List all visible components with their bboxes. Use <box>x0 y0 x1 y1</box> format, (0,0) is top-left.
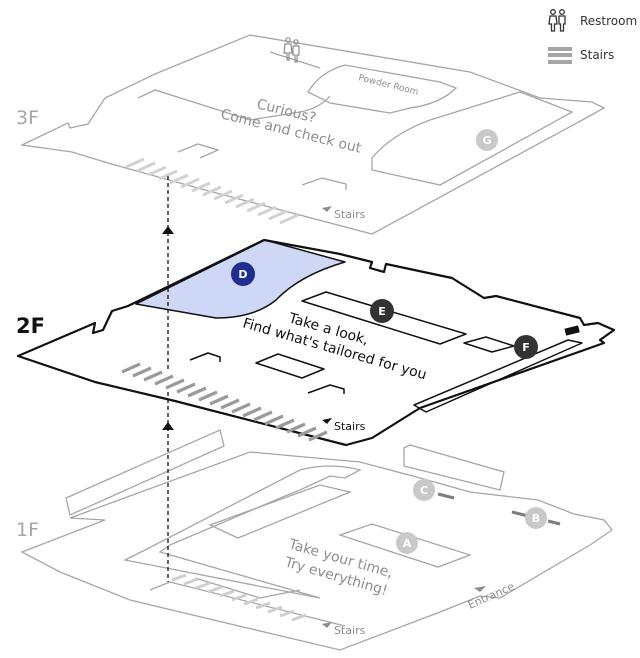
marker-e-label: E <box>378 305 386 318</box>
floor-2f-counter-long <box>413 339 583 413</box>
marker-e[interactable]: E <box>370 299 394 323</box>
marker-f-label: F <box>522 341 530 354</box>
floor-1f-lower-wall <box>194 577 301 599</box>
floor-1f-stairs-label: Stairs <box>334 624 366 637</box>
floor-3f-powder-room <box>307 64 458 114</box>
stair-connector-arrow-up-lower-icon <box>162 422 174 430</box>
floor-2f-block-1 <box>255 353 325 379</box>
floor-2f-stairs-label: Stairs <box>334 420 366 433</box>
floor-3f-stairs-stripes <box>125 157 299 225</box>
floor-label-2f: 2F <box>16 314 45 338</box>
floor-label-1f: 1F <box>16 519 39 541</box>
marker-g[interactable]: G <box>476 129 498 151</box>
marker-f[interactable]: F <box>514 335 538 359</box>
floor-2f-stairs-stripes <box>121 362 328 442</box>
marker-g-label: G <box>482 134 491 147</box>
floor-3f-wall-left <box>137 89 331 121</box>
marker-b-label: B <box>532 512 540 525</box>
floor-3f-stairs-arrow-icon <box>322 206 332 212</box>
stairs-icon <box>548 42 578 68</box>
marker-a-label: A <box>403 537 412 550</box>
floor-3f-block-1 <box>177 143 220 159</box>
floor-3f-block-2 <box>301 177 347 190</box>
floor-1f-stair-edge <box>149 581 346 627</box>
floor-2f-block-2 <box>189 352 221 362</box>
marker-c[interactable]: C <box>413 479 435 501</box>
floor-3f-restroom-icon <box>283 37 300 63</box>
floor-2f-stairs-arrow-icon <box>322 418 332 424</box>
floor-3f-lounge <box>371 91 574 186</box>
floor-1f-entrance-label: Entrance <box>466 580 517 612</box>
floor-1f-table <box>337 523 472 568</box>
legend-restroom-label: Restroom <box>580 14 638 28</box>
floor-1f-stairs-arrow-icon <box>322 622 332 628</box>
floor-1f <box>0 0 613 651</box>
legend-stairs-label: Stairs <box>580 48 615 62</box>
marker-a[interactable]: A <box>396 532 418 554</box>
floor-2f-outline <box>16 238 616 447</box>
marker-d[interactable]: D <box>231 262 255 286</box>
floor-3f-stairs-label: Stairs <box>334 208 366 221</box>
marker-c-label: C <box>420 484 428 497</box>
legend-restroom: Restroom <box>548 8 640 34</box>
marker-b[interactable]: B <box>525 507 547 529</box>
marker-d-label: D <box>238 268 247 281</box>
floor-2f-block-3 <box>307 384 345 394</box>
restroom-icon <box>548 8 578 34</box>
display-panel-right <box>403 444 505 491</box>
floor-1f-inner-wall <box>123 465 362 599</box>
floor-1f-counter <box>208 484 353 539</box>
floor-3f <box>19 34 606 235</box>
floor-1f-entrance-arrow-icon <box>474 586 486 592</box>
floor-1f-outline <box>20 451 613 651</box>
floor-label-3f: 3F <box>16 107 39 129</box>
floor-2f-counter-f <box>463 336 515 353</box>
floor-2f-restroom-tile <box>564 325 580 336</box>
floor-2f-counter-e <box>301 291 467 345</box>
stair-connector-arrow-up-icon <box>162 226 174 234</box>
display-panel-left <box>65 429 225 516</box>
floor-1f-display-left <box>0 0 1 1</box>
legend-stairs: Stairs <box>548 42 640 68</box>
floor-1f-stairs-stripes <box>171 573 307 622</box>
legend: Restroom Stairs <box>548 8 640 76</box>
